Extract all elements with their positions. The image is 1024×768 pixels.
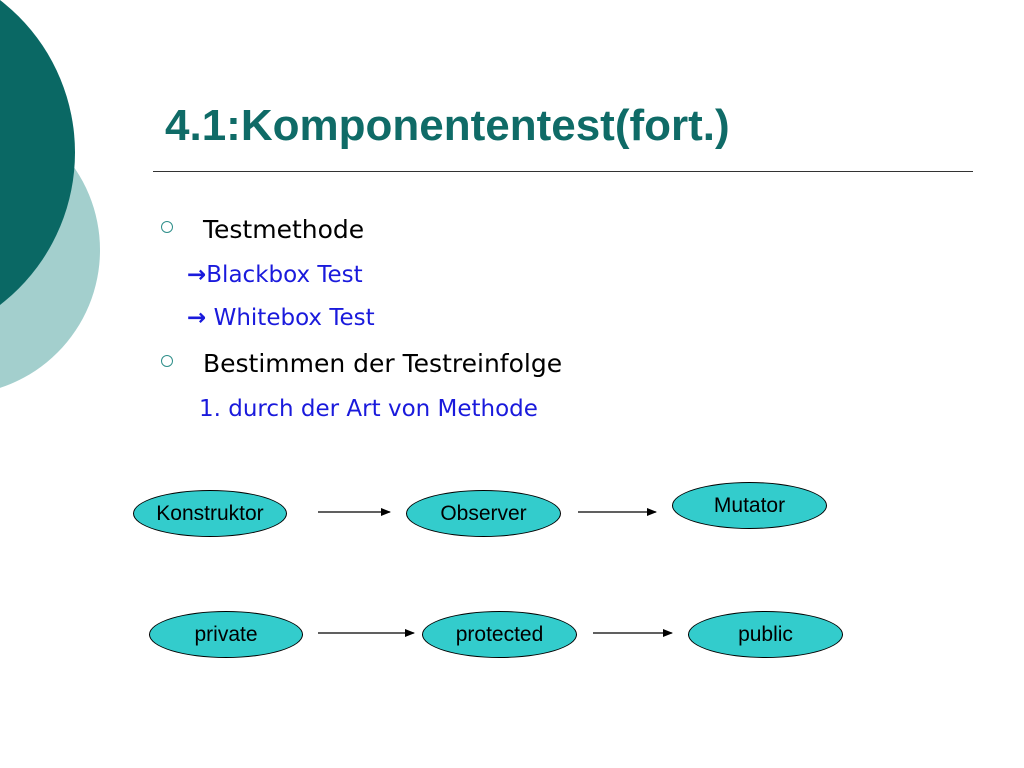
subitem-text: 1. durch der Art von Methode: [199, 396, 538, 422]
bullet-text: Bestimmen der Testreinfolge: [203, 349, 563, 378]
hollow-circle-bullet-icon: [161, 355, 173, 367]
node-protected: protected: [422, 611, 577, 658]
slide-title: 4.1:Komponententest(fort.): [165, 101, 730, 150]
node-public: public: [688, 611, 843, 658]
hollow-circle-bullet-icon: [161, 221, 173, 233]
subitem-art-von-methode: 1. durch der Art von Methode: [199, 393, 538, 425]
node-konstruktor: Konstruktor: [133, 490, 287, 537]
node-mutator: Mutator: [672, 482, 827, 529]
subitem-text: Blackbox Test: [206, 262, 363, 288]
node-observer: Observer: [406, 490, 561, 537]
subitem-text: Whitebox Test: [206, 305, 375, 331]
right-arrow-icon: →: [187, 262, 207, 288]
node-private: private: [149, 611, 303, 658]
bullet-text: Testmethode: [203, 215, 365, 244]
bullet-testreinfolge: Bestimmen der Testreinfolge: [161, 347, 563, 381]
title-underline: [153, 171, 973, 172]
subitem-blackbox: →Blackbox Test: [187, 259, 363, 291]
subitem-whitebox: → Whitebox Test: [187, 302, 375, 334]
right-arrow-icon: →: [187, 305, 207, 331]
bullet-testmethode: Testmethode: [161, 213, 365, 247]
